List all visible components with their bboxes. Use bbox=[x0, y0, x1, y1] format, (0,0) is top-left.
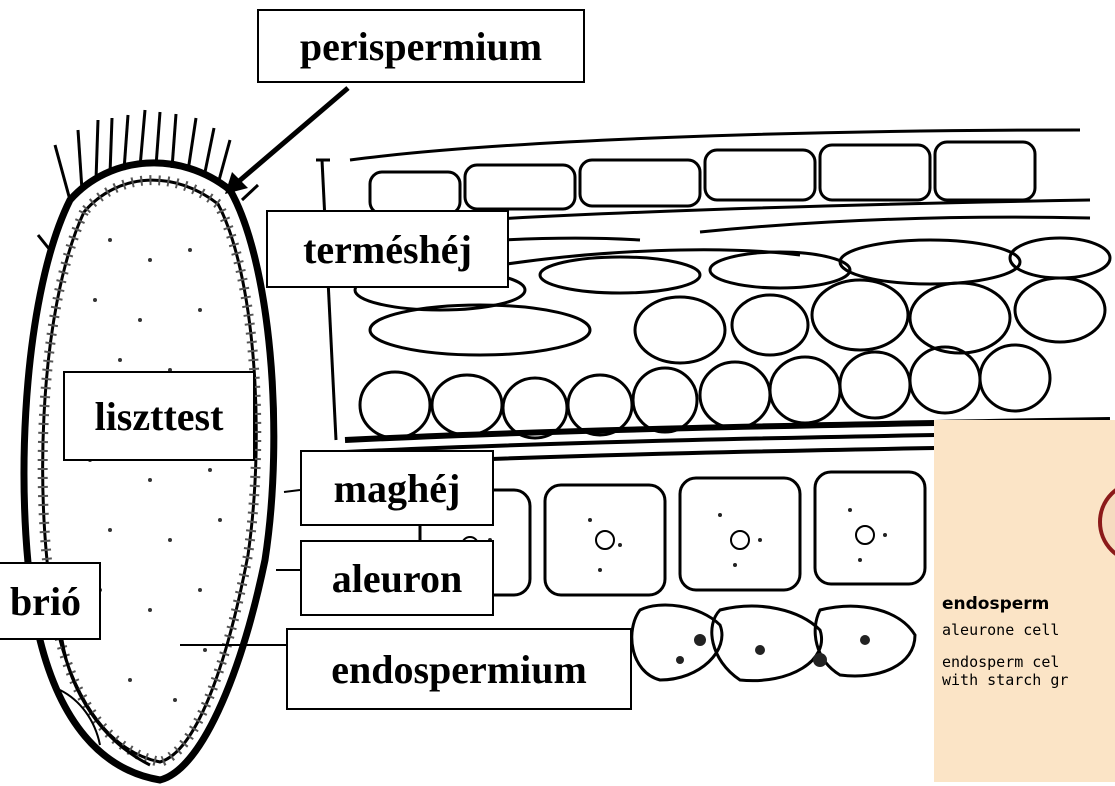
label-termeshej: terméshéj bbox=[266, 210, 509, 288]
label-aleuron: aleuron bbox=[300, 540, 494, 616]
inset-panel: endosperm aleurone cell endosperm cel wi… bbox=[934, 420, 1115, 782]
inset-aleurone-label: aleurone cell bbox=[942, 621, 1059, 639]
inset-endosperm-label: endosperm cel bbox=[942, 653, 1059, 671]
label-liszttest: liszttest bbox=[63, 371, 255, 461]
label-perispermium: perispermium bbox=[257, 9, 585, 83]
inset-cell-icon bbox=[934, 420, 1115, 560]
label-endospermium: endospermium bbox=[286, 628, 632, 710]
starch-speckle bbox=[88, 238, 222, 702]
leader-lines bbox=[180, 490, 300, 645]
inset-title: endosperm bbox=[942, 594, 1049, 614]
perispermium-arrow bbox=[225, 88, 348, 194]
inset-starch-label: with starch gr bbox=[942, 671, 1068, 689]
label-maghej: maghéj bbox=[300, 450, 494, 526]
grain-outline bbox=[24, 163, 274, 780]
label-embrio: brió bbox=[0, 562, 101, 640]
